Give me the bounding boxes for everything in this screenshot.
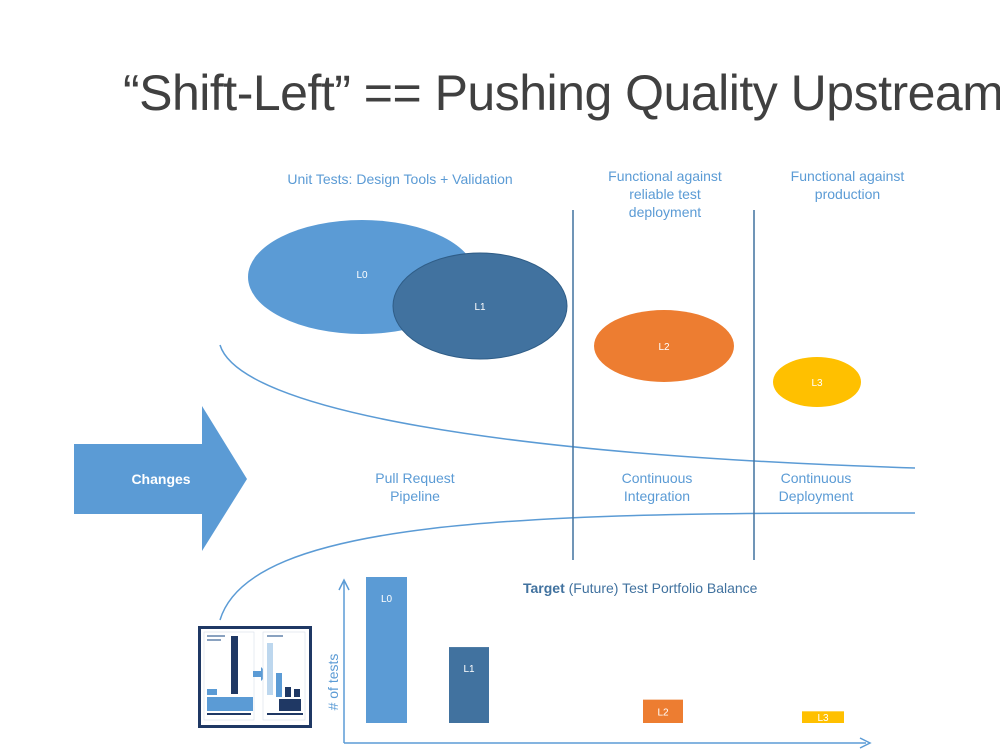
bar-label-l3: L3 bbox=[817, 713, 829, 724]
ellipse-l2 bbox=[594, 310, 734, 382]
ellipse-l2-label: L2 bbox=[658, 342, 670, 353]
portfolio-ylabel: # of tests bbox=[325, 654, 341, 711]
header-unit-tests: Unit Tests: Design Tools + Validation bbox=[287, 171, 513, 187]
bar-l0 bbox=[366, 577, 407, 723]
ellipse-l1-label: L1 bbox=[474, 302, 486, 313]
header-functional-test-line1: Functional against bbox=[608, 168, 722, 184]
ellipse-l3 bbox=[773, 357, 861, 407]
thumbnail-picture bbox=[203, 631, 306, 721]
ellipse-l1 bbox=[392, 252, 568, 360]
bar-l2 bbox=[643, 699, 683, 723]
header-functional-test-line2: reliable test bbox=[629, 186, 701, 202]
ellipse-l3-label: L3 bbox=[811, 378, 823, 389]
header-functional-test: Functional against reliable test deploym… bbox=[580, 167, 750, 221]
header-functional-prod: Functional against production bbox=[765, 167, 930, 203]
bar-l3 bbox=[802, 711, 844, 723]
bar-l1 bbox=[449, 647, 489, 723]
lower-funnel-curve bbox=[219, 512, 916, 621]
page-title: “Shift-Left” == Pushing Quality Upstream bbox=[123, 65, 1000, 121]
header-functional-test-line3: deployment bbox=[628, 204, 702, 220]
bar-label-l0: L0 bbox=[381, 594, 393, 605]
changes-arrow bbox=[74, 406, 247, 551]
portfolio-title: Target (Future) Test Portfolio Balance bbox=[523, 580, 758, 596]
stage-cd-line2: Deployment bbox=[779, 488, 854, 504]
stage-ci-line1: Continuous bbox=[622, 470, 693, 486]
stage-cd-line1: Continuous bbox=[781, 470, 852, 486]
bar-label-l1: L1 bbox=[463, 664, 475, 675]
stage-pr-line2: Pipeline bbox=[390, 488, 440, 504]
ellipse-l0-label: L0 bbox=[356, 270, 368, 281]
x-axis-arrowhead bbox=[859, 737, 872, 749]
header-functional-prod-line1: Functional against bbox=[790, 168, 905, 184]
portfolio-title-bold: Target bbox=[523, 580, 565, 596]
changes-label: Changes bbox=[131, 471, 190, 487]
y-axis-arrowhead bbox=[338, 578, 350, 591]
upper-funnel-curve bbox=[219, 344, 916, 469]
stage-ci-line2: Integration bbox=[624, 488, 690, 504]
bar-label-l2: L2 bbox=[657, 707, 669, 718]
header-functional-prod-line2: production bbox=[814, 186, 881, 202]
portfolio-thumbnail bbox=[198, 626, 312, 728]
portfolio-title-rest: (Future) Test Portfolio Balance bbox=[565, 580, 758, 596]
stage-pr-line1: Pull Request bbox=[375, 470, 454, 486]
